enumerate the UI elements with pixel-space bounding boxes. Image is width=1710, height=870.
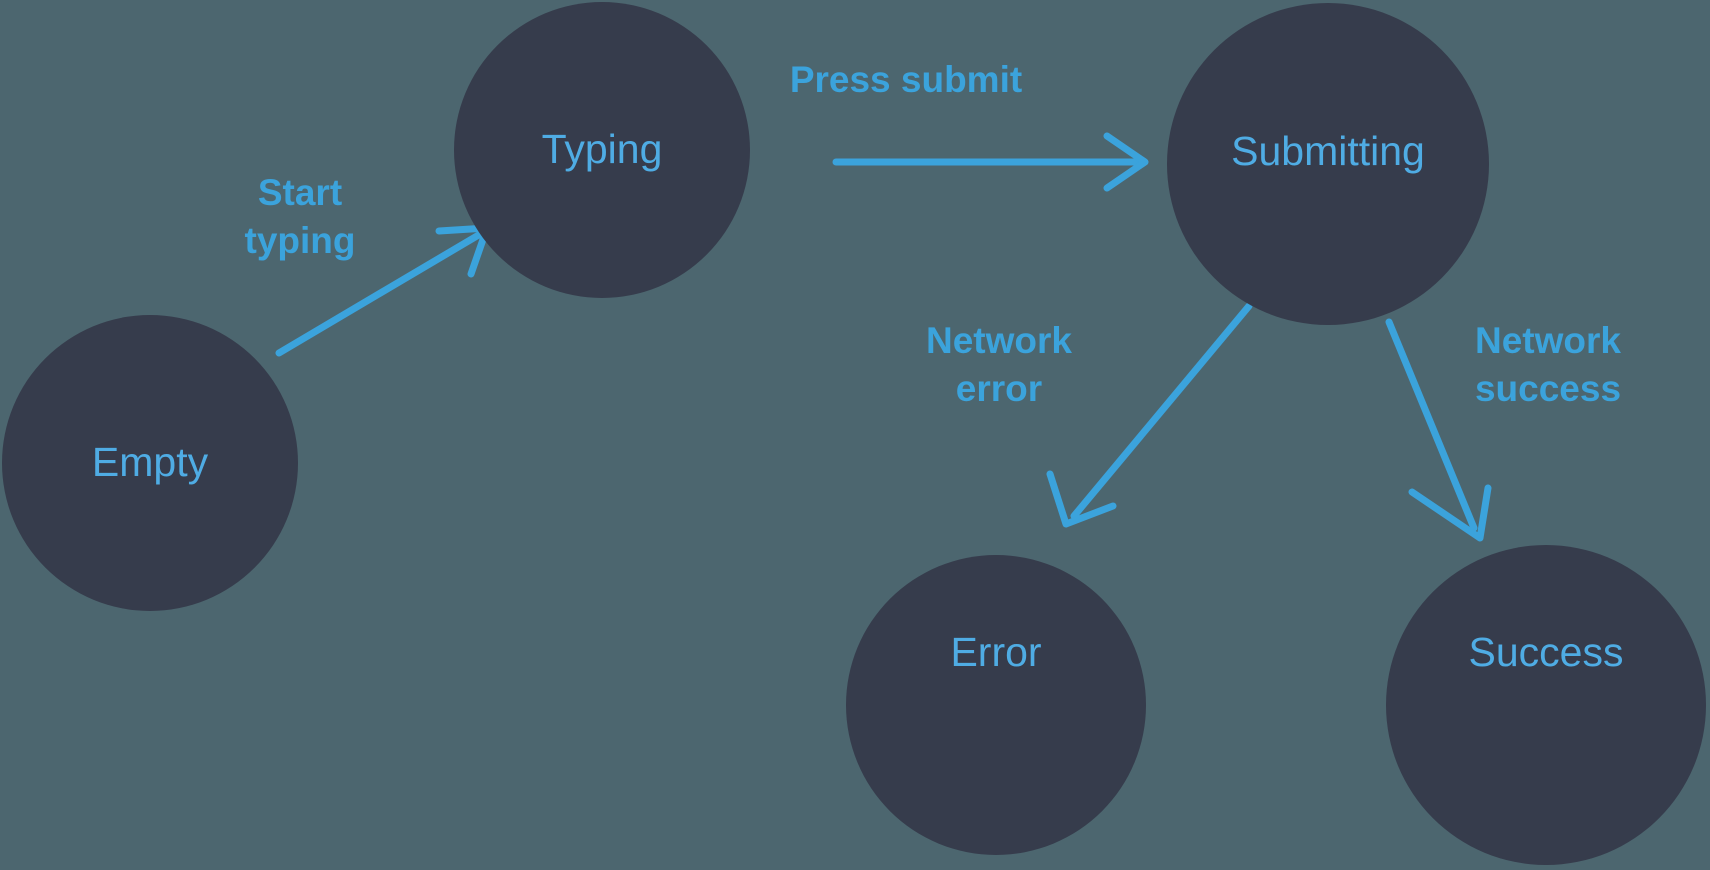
state-circle-success[interactable] xyxy=(1386,545,1706,865)
state-circle-submitting[interactable] xyxy=(1167,3,1489,325)
state-label-success: Success xyxy=(1469,629,1624,675)
edge-label-network-error: Network error xyxy=(926,320,1072,409)
arrowhead-typing-to-submitting xyxy=(1103,132,1149,192)
arrowhead-submitting-to-success xyxy=(1408,484,1492,542)
edge-label-press-submit: Press submit xyxy=(790,59,1022,100)
state-node-typing[interactable]: Typing xyxy=(454,2,750,298)
state-node-success[interactable]: Success xyxy=(1386,545,1706,865)
edge-line-submitting-to-error xyxy=(1070,302,1253,520)
edge-label-network-success-line1: Network xyxy=(1475,320,1621,361)
arrowhead-submitting-to-error xyxy=(1046,470,1117,528)
edge-label-network-error-line1: Network xyxy=(926,320,1072,361)
edge-label-network-success-line2: success xyxy=(1475,368,1621,409)
state-label-error: Error xyxy=(950,629,1041,675)
state-label-empty: Empty xyxy=(92,439,209,485)
state-label-submitting: Submitting xyxy=(1231,128,1425,174)
state-node-submitting[interactable]: Submitting xyxy=(1167,3,1489,325)
state-circle-typing[interactable] xyxy=(454,2,750,298)
state-node-empty[interactable]: Empty xyxy=(2,315,298,611)
state-circle-empty[interactable] xyxy=(2,315,298,611)
edge-label-start-typing: Start typing xyxy=(245,172,356,261)
edge-submitting-to-success xyxy=(1385,318,1492,542)
state-label-typing: Typing xyxy=(542,126,663,172)
edge-label-start-typing-line2: typing xyxy=(245,220,356,261)
edge-line-submitting-to-success xyxy=(1385,318,1478,532)
edge-label-start-typing-line1: Start xyxy=(258,172,342,213)
edge-label-network-success: Network success xyxy=(1475,320,1621,409)
edge-label-press-submit-line1: Press submit xyxy=(790,59,1022,100)
edge-label-network-error-line2: error xyxy=(956,368,1042,409)
edge-typing-to-submitting xyxy=(832,132,1149,192)
state-circle-error[interactable] xyxy=(846,555,1146,855)
edge-submitting-to-error xyxy=(1046,302,1253,528)
edge-line-empty-to-typing xyxy=(275,229,486,357)
state-node-error[interactable]: Error xyxy=(846,555,1146,855)
